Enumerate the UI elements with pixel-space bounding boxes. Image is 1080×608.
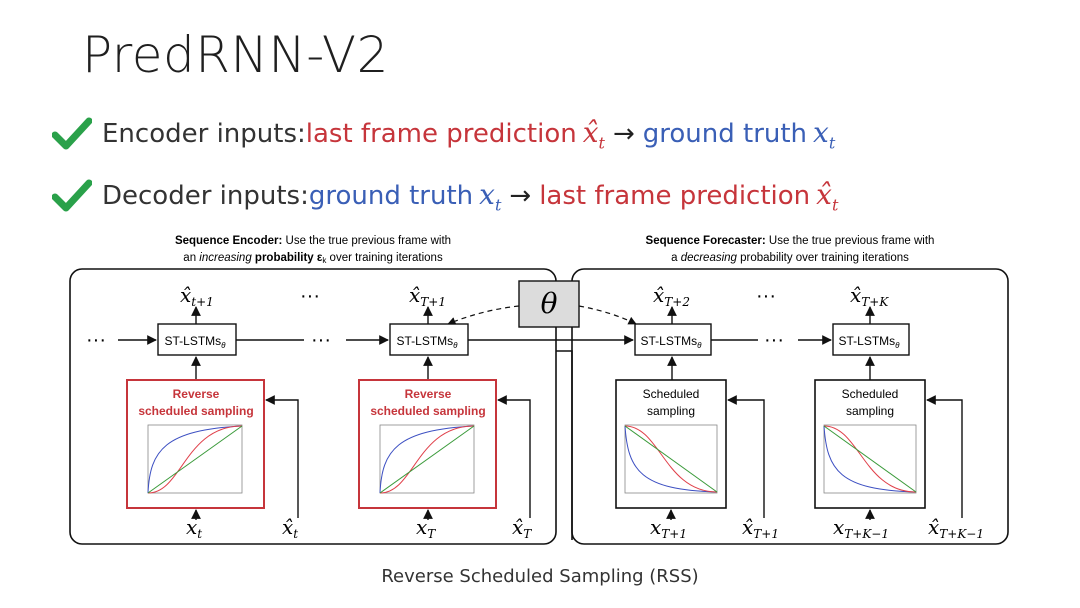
input-label-x-hat-TK1: x̂T+K−1 <box>928 515 984 541</box>
symbol-x-t: xt <box>479 177 502 215</box>
figure-caption: Reverse Scheduled Sampling (RSS) <box>381 566 699 587</box>
page-title: PredRNN-V2 <box>82 26 389 84</box>
feedback-arrow <box>265 395 299 518</box>
svg-text:ST-LSTMsθ: ST-LSTMsθ <box>640 334 702 350</box>
encoder-heading-line1: Sequence Encoder: Use the true previous … <box>175 235 451 247</box>
svg-text:sampling: sampling <box>846 404 894 418</box>
input-label-x-TK1: xT+K−1 <box>833 515 889 541</box>
st-lstm-cell-2: ST-LSTMsθ <box>389 323 469 356</box>
theta-box <box>518 280 580 328</box>
svg-text:ST-LSTMsθ: ST-LSTMsθ <box>396 334 458 350</box>
bullet-decoder-inputs: Decoder inputs: ground truth xt → last f… <box>52 176 838 216</box>
curve-blue <box>147 425 243 494</box>
arrow-right-icon: → <box>509 181 532 211</box>
scheduled-sampling-box-1: Scheduled sampling <box>615 379 727 509</box>
st-lstm-cell-1: ST-LSTMsθ <box>157 323 237 356</box>
svg-text:sampling: sampling <box>647 404 695 418</box>
forecaster-heading-line1: Sequence Forecaster: Use the true previo… <box>646 235 935 247</box>
symbol-x-t: xt <box>813 115 836 153</box>
input-label-x-hat-T1: x̂T+1 <box>742 515 779 541</box>
svg-text:Reverse: Reverse <box>405 387 452 401</box>
theta-link-right <box>578 305 637 325</box>
input-label-x-hat-T: x̂T <box>512 515 532 541</box>
ellipsis-mid-right: ··· <box>764 329 784 351</box>
output-label-x-hat-t1: x̂t+1 <box>180 283 214 309</box>
st-lstm-cell-4: ST-LSTMsθ <box>832 323 910 356</box>
bullet-prefix: Decoder inputs: <box>102 181 309 211</box>
ellipsis-top-right: ··· <box>756 285 776 307</box>
frame-connector <box>556 350 573 540</box>
curve-green <box>147 425 243 494</box>
output-label-x-hat-T1: x̂T+1 <box>409 283 446 309</box>
reverse-scheduled-sampling-box-1: Reverse scheduled sampling <box>126 379 265 509</box>
bullet-part1: ground truth <box>308 181 474 211</box>
svg-text:Scheduled: Scheduled <box>643 387 700 401</box>
svg-text:ST-LSTMsθ: ST-LSTMsθ <box>164 334 226 350</box>
svg-text:Scheduled: Scheduled <box>842 387 899 401</box>
curve-red <box>147 425 243 494</box>
output-label-x-hat-TK: x̂T+K <box>850 283 889 309</box>
svg-text:scheduled sampling: scheduled sampling <box>370 404 485 418</box>
input-label-x-T1: xT+1 <box>650 515 687 541</box>
feedback-arrow <box>926 395 963 518</box>
symbol-x-hat-t: x̂t <box>816 177 839 215</box>
bullet-encoder-inputs: Encoder inputs: last frame prediction x̂… <box>52 114 835 154</box>
theta-symbol: θ <box>541 287 558 320</box>
input-label-x-t: xt <box>186 515 202 541</box>
arrow-right-icon: → <box>612 119 635 149</box>
bullet-part2: ground truth <box>642 119 808 149</box>
theta-link-left <box>447 305 520 326</box>
checkmark-icon <box>52 117 92 150</box>
st-lstm-cell-3: ST-LSTMsθ <box>634 323 712 356</box>
feedback-arrow <box>727 395 765 518</box>
ellipsis-top: ··· <box>300 285 320 307</box>
encoder-frame <box>69 268 557 545</box>
svg-text:ST-LSTMsθ: ST-LSTMsθ <box>838 334 900 350</box>
output-label-x-hat-T2: x̂T+2 <box>653 283 690 309</box>
bullet-part2: last frame prediction <box>539 181 811 211</box>
input-label-x-T: xT <box>416 515 436 541</box>
bullet-part1: last frame prediction <box>305 119 577 149</box>
forecaster-heading-line2: a decreasing probability over training i… <box>671 252 909 264</box>
reverse-scheduled-sampling-box-2: Reverse scheduled sampling <box>358 379 497 509</box>
feedback-arrow <box>497 395 531 518</box>
ellipsis-mid-left: ··· <box>311 329 331 351</box>
scheduled-sampling-box-2: Scheduled sampling <box>814 379 926 509</box>
input-label-x-hat-t: x̂t <box>282 515 298 541</box>
symbol-x-hat-t: x̂t <box>582 115 605 153</box>
svg-text:scheduled sampling: scheduled sampling <box>138 404 253 418</box>
encoder-heading-line2: an increasing probability εk over traini… <box>183 252 443 265</box>
checkmark-icon <box>52 179 92 212</box>
svg-text:Reverse: Reverse <box>173 387 220 401</box>
bullet-prefix: Encoder inputs: <box>102 119 306 149</box>
ellipsis-left: ··· <box>86 329 106 351</box>
